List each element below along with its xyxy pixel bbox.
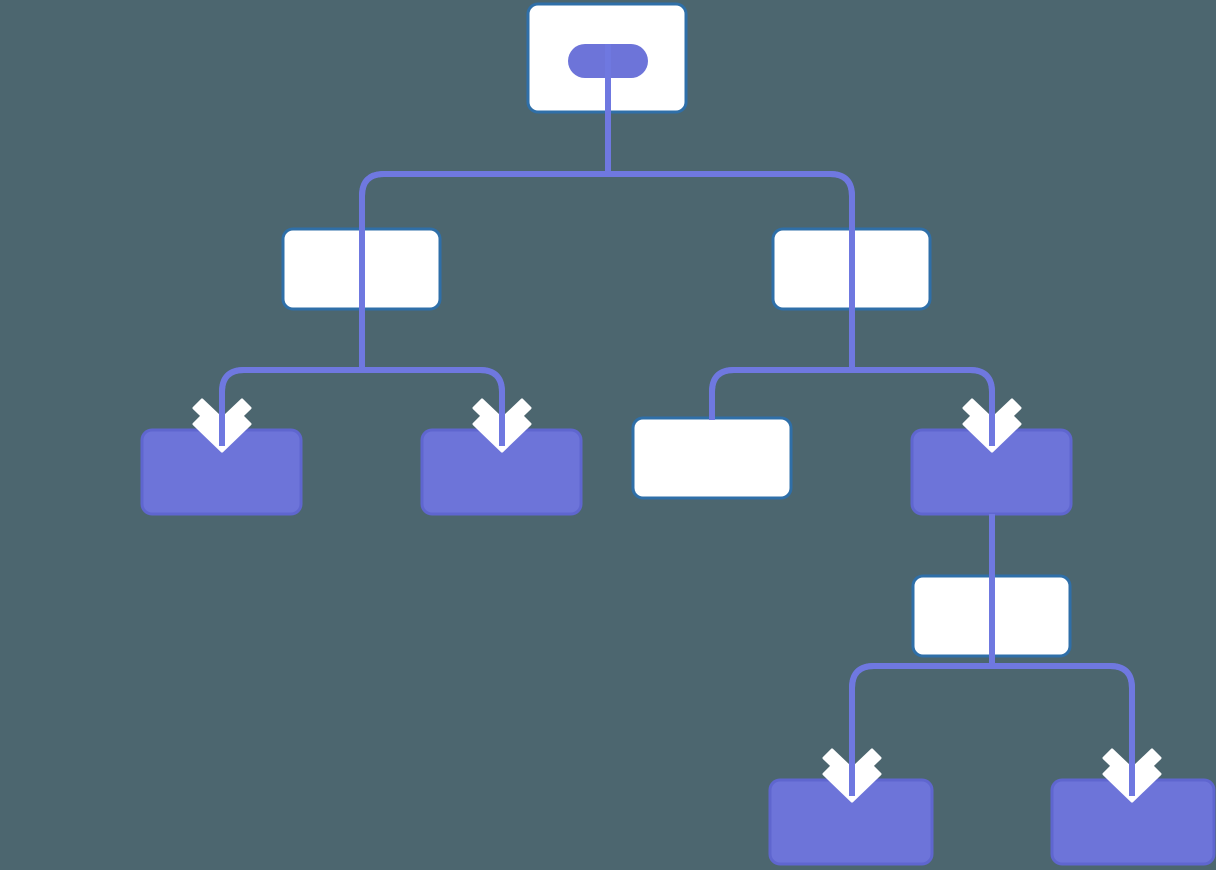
node-leaf-3-white[interactable]	[631, 416, 793, 500]
connector-root-to-l2-right	[608, 171, 855, 320]
connector-l2right-to-white	[709, 367, 852, 420]
connector-l4-to-leaf5	[992, 663, 1135, 796]
connector-l2right-to-node	[852, 367, 995, 446]
connector-l2left-to-leaf1	[219, 367, 362, 446]
connector-l4-to-leaf4	[849, 663, 992, 796]
connector-group-over	[219, 44, 1135, 796]
connector-l2left-to-leaf2	[362, 367, 505, 446]
connector-root-to-l2-left	[359, 171, 608, 320]
node-box-leaf-3-white[interactable]	[631, 416, 793, 500]
